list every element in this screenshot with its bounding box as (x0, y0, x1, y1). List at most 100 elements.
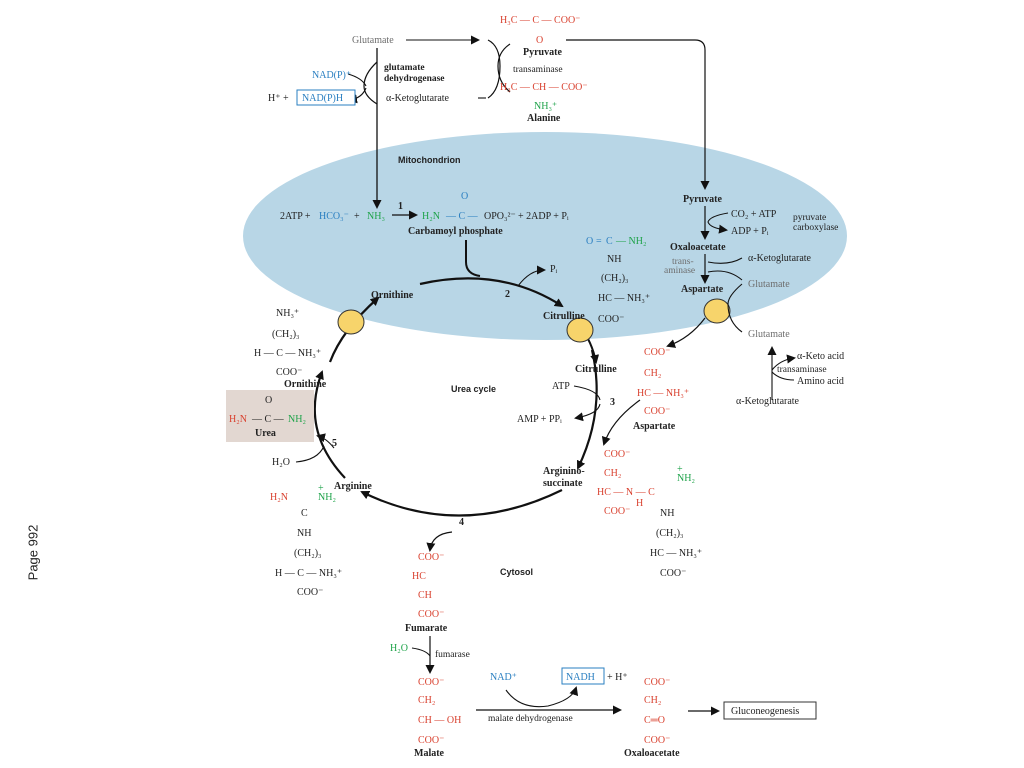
gdh-label-1: glutamate (384, 63, 425, 73)
ornithine-mito-label: Ornithine (371, 290, 414, 301)
pyruvate-o: O (536, 35, 543, 46)
mal-coo2: COO⁻ (418, 735, 444, 746)
citrulline-coo: COO⁻ (598, 314, 624, 325)
cyto-akg-label: α-Ketoglutarate (736, 396, 800, 407)
nad-curve (505, 686, 579, 708)
gdh-bracket (363, 61, 378, 105)
aspartate-transporter (703, 298, 731, 324)
urea-o: O (265, 395, 272, 406)
h-plus-label: H⁺ + (268, 93, 289, 104)
citrulline-nh: NH (607, 254, 621, 265)
transaminase-top-label: transaminase (513, 65, 563, 75)
glutamate-import-curve (727, 283, 743, 333)
urea-h2n: H₂N (229, 414, 247, 425)
arg-h2n: H₂N (270, 492, 288, 503)
citrulline-ch2: (CH₂)₃ (601, 273, 629, 284)
aspartate-into-cycle-arrow (601, 399, 641, 446)
ornithine-coo: COO⁻ (276, 367, 302, 378)
urea-box (226, 390, 314, 442)
fumarase-label: fumarase (435, 649, 470, 660)
mito-akg-label: α-Ketoglutarate (748, 253, 812, 264)
argininosuccinate-label-1: Arginino- (543, 466, 585, 477)
mal-coo: COO⁻ (418, 677, 444, 688)
citrulline-c: C (606, 236, 613, 247)
arg-hc: H — C — NH₃⁺ (275, 568, 342, 579)
oaa-coo: COO⁻ (644, 677, 670, 688)
carbamoyl-o: O (461, 191, 468, 202)
ornithine-name: Ornithine (284, 379, 327, 390)
citrulline-cytosol-label: Citrulline (575, 364, 617, 375)
gdh-label-2: dehydrogenase (384, 74, 445, 84)
cytosol-label: Cytosol (500, 567, 533, 577)
urea-c: — C — (251, 414, 285, 425)
as-coo: COO⁻ (604, 449, 630, 460)
carbamoyl-adp: + 2ADP + Pᵢ (518, 211, 569, 222)
carbamoyl-hco3: HCO₃⁻ (319, 211, 349, 222)
mitochondrion-label: Mitochondrion (398, 155, 461, 165)
urea-cycle-label-1: Urea cycle (451, 384, 496, 394)
citrulline-nh2: — NH₂ (615, 236, 646, 247)
citrulline-hc: HC — NH₃⁺ (598, 293, 650, 304)
alanine-name: Alanine (527, 113, 561, 124)
arg-plus: + (318, 483, 324, 494)
pyruvate-mito-label: Pyruvate (683, 194, 722, 205)
arginine-label: Arginine (334, 481, 372, 492)
ornithine-nh3: NH₃⁺ (276, 308, 299, 319)
fumarate-name: Fumarate (405, 623, 448, 634)
transaminase-bracket (487, 39, 501, 99)
carbamoyl-plus: + (354, 211, 360, 222)
as-nh2: NH₂ (677, 473, 695, 484)
as-plus: + (677, 464, 683, 475)
as-ch2b: (CH₂)₃ (656, 528, 684, 539)
nadph-label: NAD(P)H (302, 93, 343, 104)
arg-nh2: NH₂ (318, 492, 336, 503)
arg-coo: COO⁻ (297, 587, 323, 598)
as-coo3: COO⁻ (660, 568, 686, 579)
cyto-transaminase-label: transaminase (777, 365, 827, 375)
pyruvate-to-mito-arrow (566, 39, 710, 190)
alanine-formula: H₃C — CH — COO⁻ (500, 82, 588, 93)
urea-nh2: NH₂ (288, 414, 306, 425)
pyruvate-formula: H₃C — C — COO⁻ (500, 15, 580, 26)
mdh-label: malate dehydrogenase (488, 714, 573, 724)
as-hc2: HC — NH₃⁺ (650, 548, 702, 559)
amino-acid-curve (771, 371, 795, 381)
ornithine-hc: H — C — NH₃⁺ (254, 348, 321, 359)
as-coo2: COO⁻ (604, 506, 630, 517)
gluconeogenesis-label: Gluconeogenesis (731, 706, 799, 717)
oaa-co: C═O (644, 715, 665, 726)
nadh-box (561, 667, 605, 685)
co2-atp-label: CO₂ + ATP (731, 209, 777, 220)
pi-release-arrow (517, 265, 546, 287)
cycle-arc-ornithine-to-citrulline (419, 277, 564, 308)
fum-coo2: COO⁻ (418, 609, 444, 620)
cycle-arc-argininosuccinate-to-arginine (360, 489, 563, 517)
atp-in-curve (573, 385, 601, 401)
mito-transaminase-label-2: aminase (664, 266, 695, 276)
arg-nh: NH (297, 528, 311, 539)
step-3-label: 3 (610, 397, 615, 408)
aspartate-export-arrow (666, 317, 706, 348)
carbamoyl-c: — C — (445, 211, 479, 222)
urea-release-arrow (316, 433, 335, 449)
oaa-coo2: COO⁻ (644, 735, 670, 746)
carbamoyl-nh3: NH₃ (367, 211, 385, 222)
alanine-nh3: NH₃⁺ (534, 101, 557, 112)
arg-c: C (301, 508, 308, 519)
nadh-h-label: + H⁺ (607, 672, 628, 683)
asp-coo: COO⁻ (644, 347, 670, 358)
urea-name: Urea (255, 428, 276, 439)
fum-ch: CH (418, 590, 432, 601)
adp-pi-label: ADP + Pᵢ (731, 226, 769, 237)
fum-water-label: H₂O (390, 643, 408, 654)
mito-transaminase-label-1: trans- (672, 257, 694, 267)
citrulline-eq: = (596, 236, 602, 247)
co2-atp-curve (707, 212, 729, 234)
pyruvate-carboxylase-label-1: pyruvate (793, 213, 826, 223)
step-5-label: 5 (332, 438, 337, 449)
keto-acid-curve (771, 354, 796, 371)
mitochondrion-compartment (243, 132, 847, 340)
asp-coo2: COO⁻ (644, 406, 670, 417)
mal-choh: CH — OH (418, 715, 461, 726)
